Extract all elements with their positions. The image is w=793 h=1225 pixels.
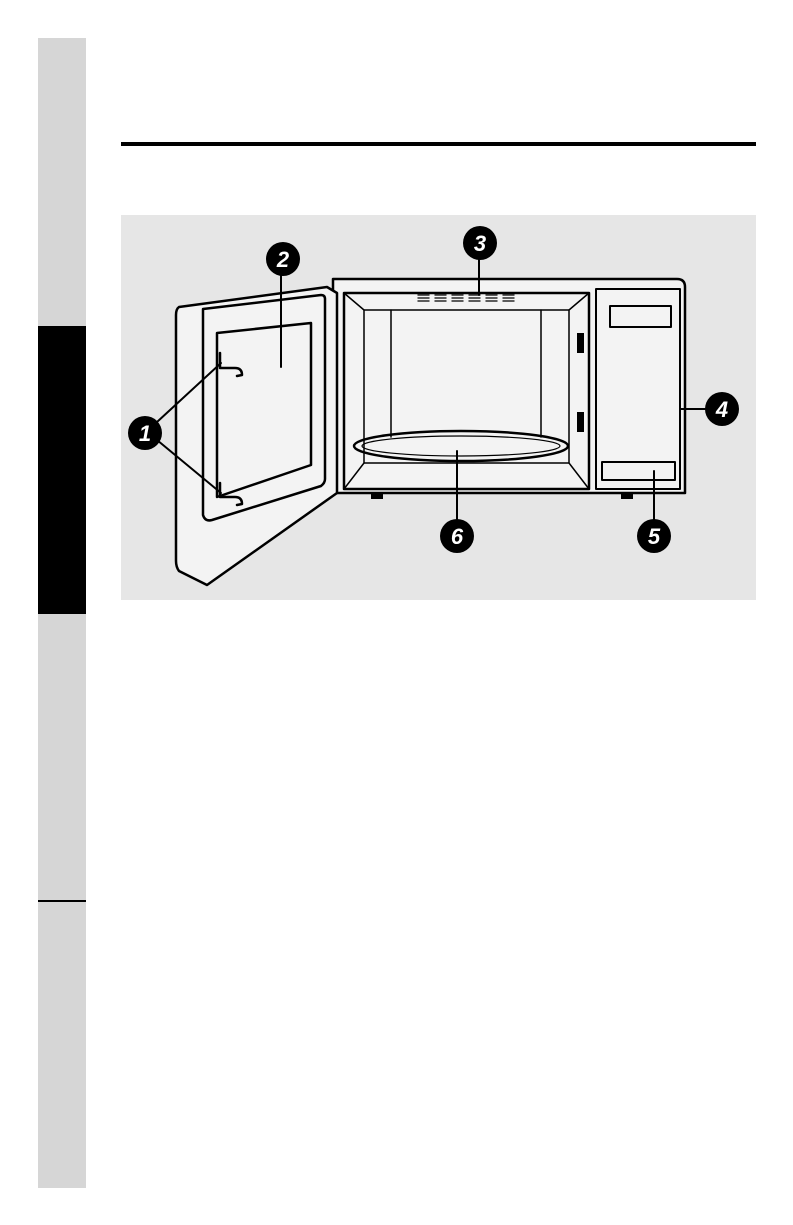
section-tab-4[interactable]	[38, 902, 86, 1188]
section-tab-1[interactable]	[38, 38, 86, 326]
section-tab-active[interactable]	[38, 326, 86, 614]
microwave-diagram: 1 2 3 4 5 6	[121, 215, 756, 600]
callout-3: 3	[463, 226, 497, 260]
callout-5: 5	[637, 519, 671, 553]
microwave-illustration: 1 2 3 4 5 6	[121, 215, 756, 600]
control-panel	[596, 289, 680, 489]
section-tab-3[interactable]	[38, 614, 86, 900]
callout-2-label: 2	[276, 247, 290, 272]
latch-slot-upper	[577, 333, 584, 353]
callout-2: 2	[266, 242, 300, 276]
callout-6: 6	[440, 519, 474, 553]
callout-1-label: 1	[139, 421, 151, 446]
callout-4: 4	[705, 392, 739, 426]
oven-cavity	[344, 293, 589, 489]
callout-5-label: 5	[648, 524, 661, 549]
callout-6-label: 6	[451, 524, 464, 549]
latch-slot-lower	[577, 412, 584, 432]
callout-3-label: 3	[474, 231, 486, 256]
door-window	[217, 323, 311, 497]
callout-1: 1	[128, 416, 162, 450]
header-rule	[121, 142, 756, 146]
callout-4-label: 4	[715, 397, 728, 422]
